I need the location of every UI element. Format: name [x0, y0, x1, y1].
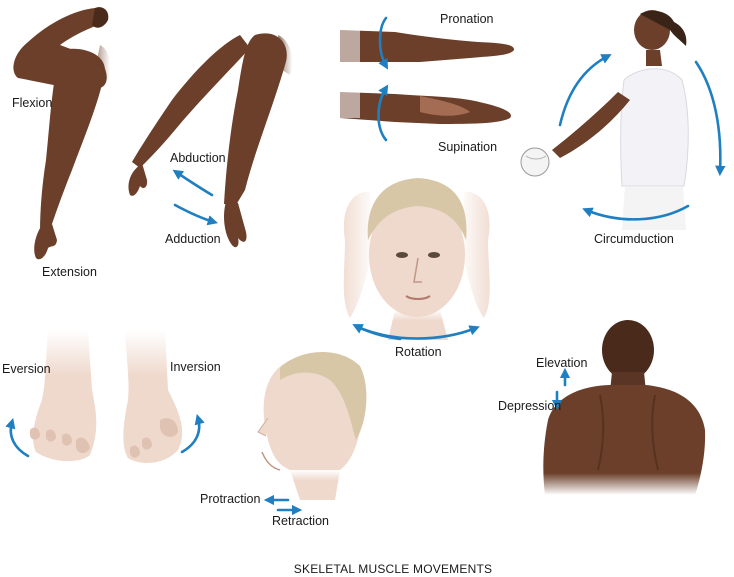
- eversion-inversion-illustration: [5, 330, 205, 463]
- pronation-supination-illustration: [340, 16, 515, 142]
- label-rotation: Rotation: [395, 345, 442, 359]
- rotation-arrow-left: [352, 324, 402, 341]
- label-circumduction: Circumduction: [594, 232, 674, 246]
- man-back: [543, 385, 706, 495]
- label-retraction: Retraction: [272, 514, 329, 528]
- hair: [367, 178, 467, 240]
- pronation-arrow: [378, 16, 389, 70]
- pronated-forearm: [340, 30, 515, 62]
- elevation-depression-illustration: [543, 320, 706, 495]
- head-left-profile: [343, 191, 372, 318]
- extended-arm: [40, 48, 105, 232]
- ball: [520, 147, 550, 177]
- label-pronation: Pronation: [440, 12, 494, 26]
- abduction-adduction-illustration: [128, 33, 293, 248]
- adduction-arrow: [173, 203, 218, 226]
- woman-shirt: [620, 68, 689, 187]
- head-right-profile: [462, 191, 490, 318]
- circumduction-arrow-bottom: [582, 204, 690, 221]
- man-head: [602, 320, 654, 380]
- abduction-arrow: [172, 169, 214, 197]
- extended-hand: [34, 224, 57, 260]
- label-eversion: Eversion: [2, 362, 51, 376]
- label-extension: Extension: [42, 265, 97, 279]
- inversion-arrow: [180, 413, 205, 454]
- circumduction-arrow-top: [558, 54, 612, 127]
- rotation-illustration: [343, 178, 490, 341]
- flexion-extension-illustration: [13, 7, 110, 260]
- woman-arm: [552, 92, 630, 158]
- head-front: [369, 193, 465, 317]
- supination-arrow: [377, 84, 389, 142]
- eversion-arrow: [5, 417, 30, 458]
- label-adduction: Adduction: [165, 232, 221, 246]
- label-depression: Depression: [498, 399, 561, 413]
- label-protraction: Protraction: [200, 492, 260, 506]
- label-abduction: Abduction: [170, 151, 226, 165]
- figure-title: SKELETAL MUSCLE MOVEMENTS: [294, 562, 492, 576]
- abducted-arm: [132, 35, 250, 168]
- everted-foot: [33, 330, 97, 462]
- label-flexion: Flexion: [12, 96, 52, 110]
- profile-hair: [280, 351, 367, 440]
- label-supination: Supination: [438, 140, 497, 154]
- circumduction-arrow-right: [694, 60, 726, 177]
- abducted-hand: [128, 163, 148, 196]
- protraction-retraction-illustration: [257, 351, 367, 516]
- adducted-hand: [224, 202, 247, 248]
- inverted-foot: [123, 330, 183, 463]
- fist: [92, 7, 109, 28]
- adducted-arm: [224, 33, 287, 205]
- circumduction-illustration: [520, 10, 726, 230]
- label-elevation: Elevation: [536, 356, 587, 370]
- label-inversion: Inversion: [170, 360, 221, 374]
